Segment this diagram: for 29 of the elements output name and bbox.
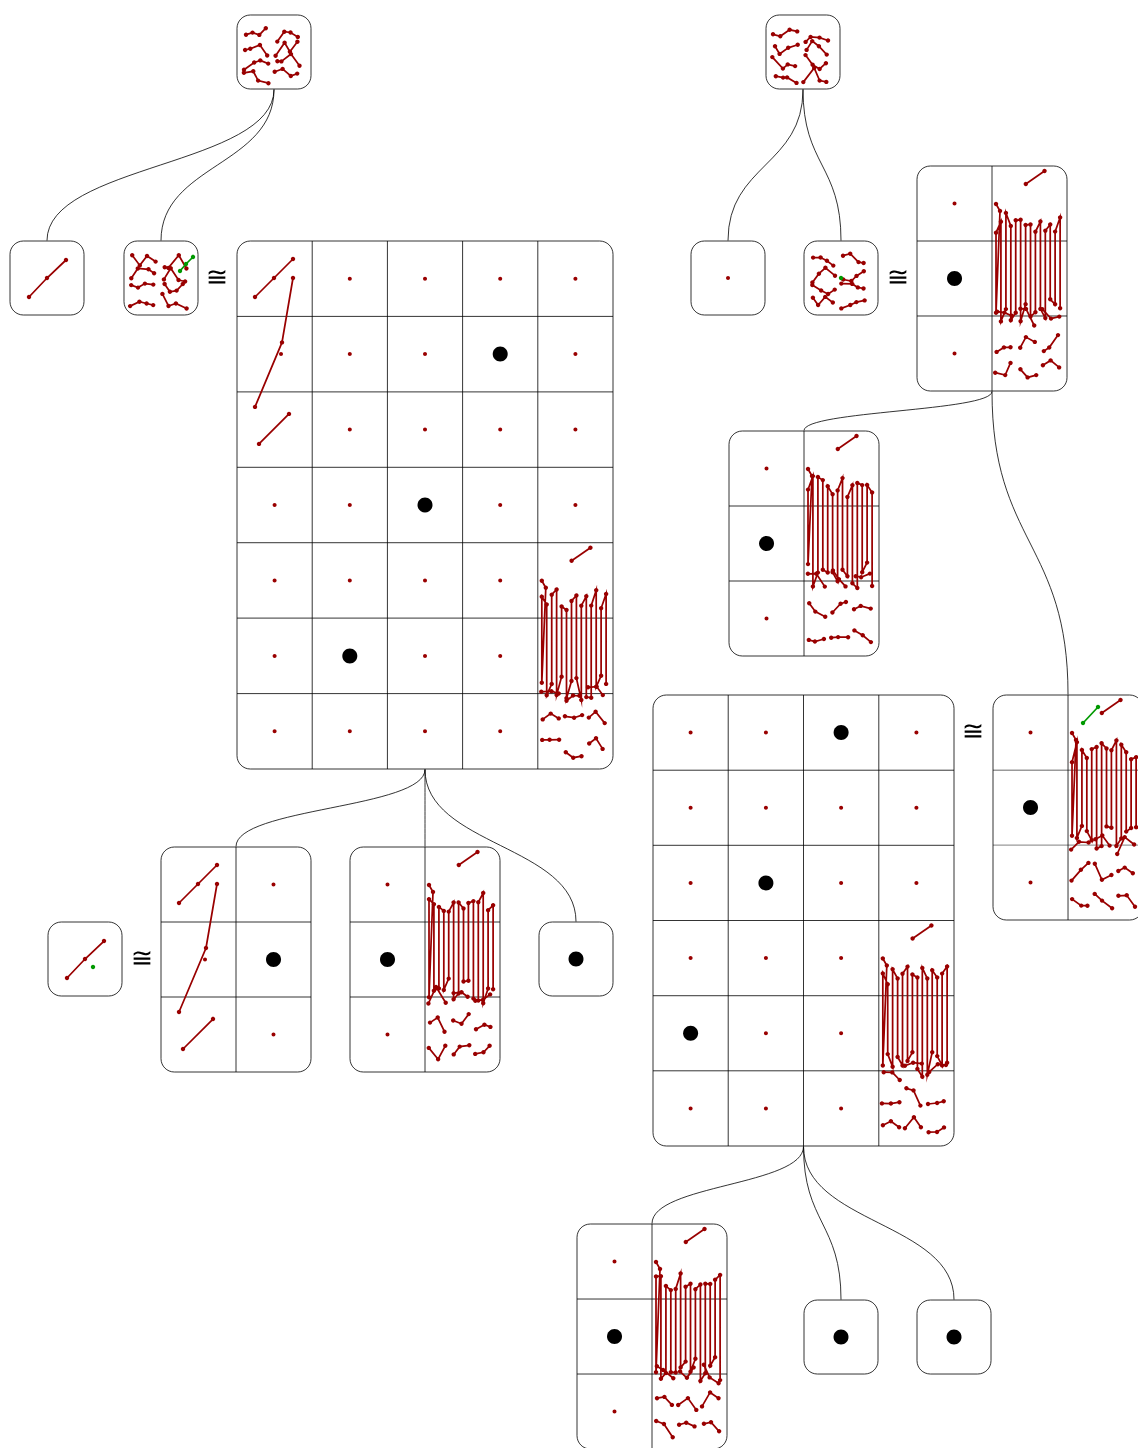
grid-box xyxy=(576,1223,728,1448)
grid-box xyxy=(652,694,955,1147)
grid-box xyxy=(160,846,312,1073)
rounded-box xyxy=(9,240,85,316)
grid-box xyxy=(916,165,1068,392)
connector xyxy=(803,391,993,431)
connector xyxy=(651,1146,804,1224)
grid-box xyxy=(992,694,1138,921)
grid-box xyxy=(728,430,880,657)
connector xyxy=(424,769,426,847)
congruence-symbol: ≅ xyxy=(133,951,151,965)
rounded-box xyxy=(47,921,123,997)
connector xyxy=(802,89,842,241)
congruence-symbol: ≅ xyxy=(964,724,982,738)
grid-box xyxy=(349,846,501,1073)
rounded-box xyxy=(690,240,766,316)
rounded-box xyxy=(916,1299,992,1375)
congruence-symbol: ≅ xyxy=(208,270,226,284)
congruence-symbol: ≅ xyxy=(889,270,907,284)
connector xyxy=(424,769,577,922)
connector xyxy=(160,89,275,241)
rounded-box xyxy=(236,14,312,90)
rounded-box xyxy=(803,1299,879,1375)
connector xyxy=(991,391,1069,695)
rounded-box xyxy=(765,14,841,90)
connector xyxy=(803,1146,955,1300)
rounded-box xyxy=(123,240,199,316)
rounded-box xyxy=(538,921,614,997)
rounded-box xyxy=(803,240,879,316)
